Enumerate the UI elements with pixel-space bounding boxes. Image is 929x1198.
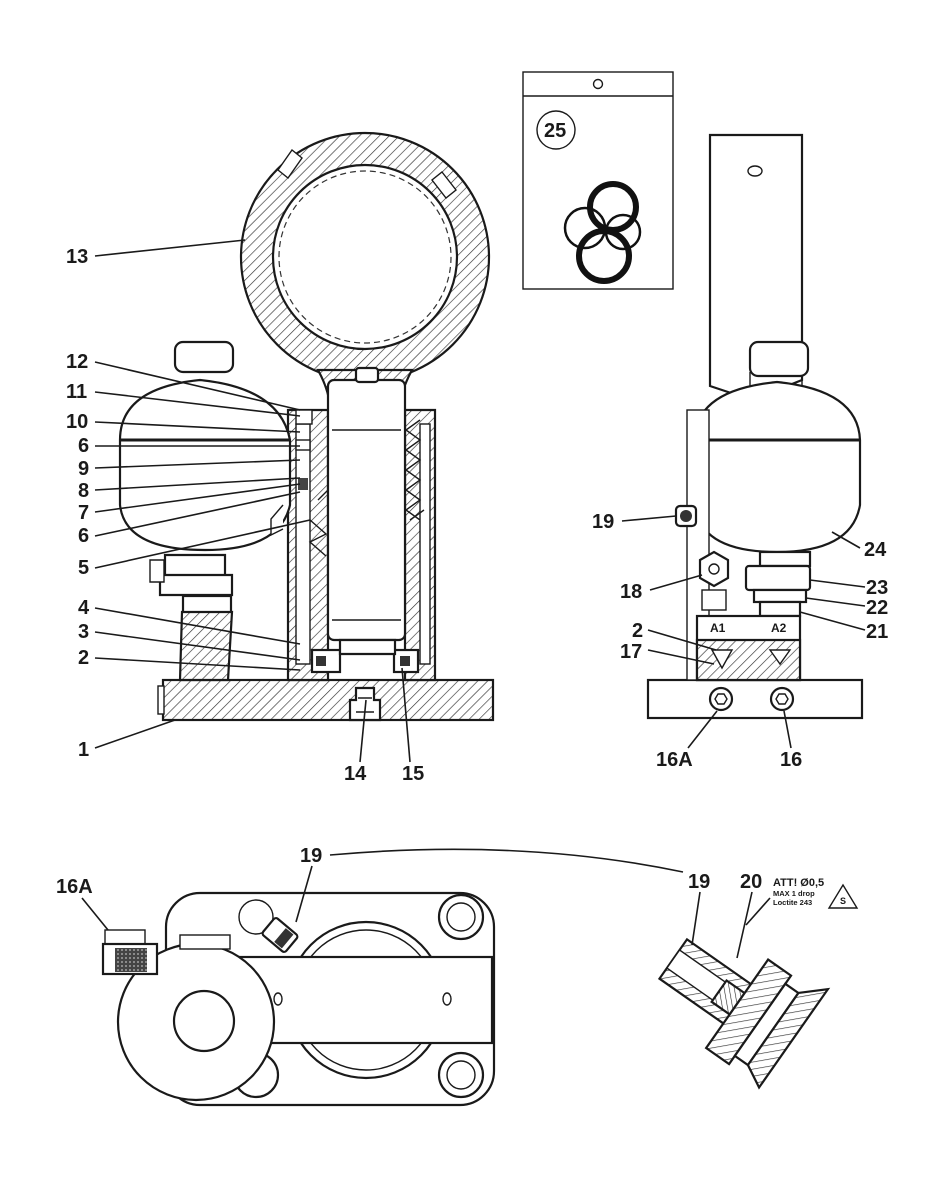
accumulator-left [118,340,292,682]
callout-19-plan: 19 [300,845,322,867]
callout-14: 14 [344,763,367,785]
callout-23: 23 [866,577,888,599]
callout-19-side: 19 [592,511,614,533]
callout-3: 3 [78,621,89,643]
callout-25: 25 [544,120,566,142]
leader-lines [81,239,866,959]
port-label-a2: A2 [771,621,787,635]
port-label-a1: A1 [710,621,726,635]
callout-15: 15 [402,763,424,785]
callout-20: 20 [740,871,762,893]
callout-21: 21 [866,621,888,643]
piston-rod [326,378,407,642]
callout-1: 1 [78,739,89,761]
o-ring-kit-bag-icon [563,181,642,284]
detail-note-line2: MAX 1 drop [773,889,815,898]
callout-12: 12 [66,351,88,373]
callout-4: 4 [78,597,90,619]
side-view: A1 A2 [646,133,864,720]
plan-view [101,891,496,1107]
detail-note-line1: ATT! Ø0,5 [773,877,824,889]
callout-22: 22 [866,597,888,619]
callout-2-side: 2 [632,620,643,642]
callout-6b: 6 [78,525,89,547]
callout-24: 24 [864,539,887,561]
callout-16: 16 [780,749,802,771]
eye-ring-inner [271,163,459,351]
callout-7: 7 [78,502,89,524]
callout-17: 17 [620,641,642,663]
detail-note-line3: Loctite 243 [773,898,812,907]
front-section-view [118,131,495,722]
callout-numbers: 13 12 11 10 6 9 8 7 6 5 4 3 2 1 14 15 25… [56,120,888,898]
base-plate [161,678,495,722]
callout-6a: 6 [78,435,89,457]
callout-16a-plan: 16A [56,876,93,898]
callout-13: 13 [66,246,88,268]
callout-5: 5 [78,557,89,579]
callout-18: 18 [620,581,642,603]
callout-2: 2 [78,647,89,669]
callout-11: 11 [66,381,87,403]
callout-19-detail: 19 [688,871,710,893]
return-spring [308,419,425,557]
detail-view-bleed-screw: S ATT! Ø0,5 MAX 1 drop Loctite 243 [657,877,859,1090]
callout-9: 9 [78,458,89,480]
callout-8: 8 [78,480,89,502]
callout-16a-side: 16A [656,749,693,771]
callout-10: 10 [66,411,88,433]
warning-triangle-icon: S [827,883,859,909]
seal-kit-bag [522,71,674,290]
warning-symbol: S [840,896,846,906]
